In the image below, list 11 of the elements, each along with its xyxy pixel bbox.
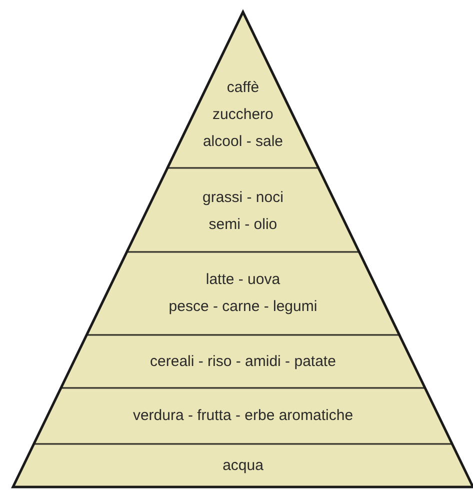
food-group-text: cereali - riso - amidi - patate <box>150 352 336 372</box>
pyramid-level <box>126 168 360 252</box>
pyramid-level <box>86 252 400 335</box>
pyramid-level <box>34 388 452 444</box>
food-group-text: caffè zucchero alcool - sale <box>202 78 283 152</box>
food-group-text: acqua <box>222 456 264 476</box>
pyramid-level <box>13 444 473 487</box>
food-group-text: latte - uova pesce - carne - legumi <box>168 270 318 317</box>
pyramid-level <box>60 335 426 388</box>
food-group-text: grassi - noci semi - olio <box>202 188 284 235</box>
food-group-text: verdura - frutta - erbe aromatiche <box>132 406 354 426</box>
